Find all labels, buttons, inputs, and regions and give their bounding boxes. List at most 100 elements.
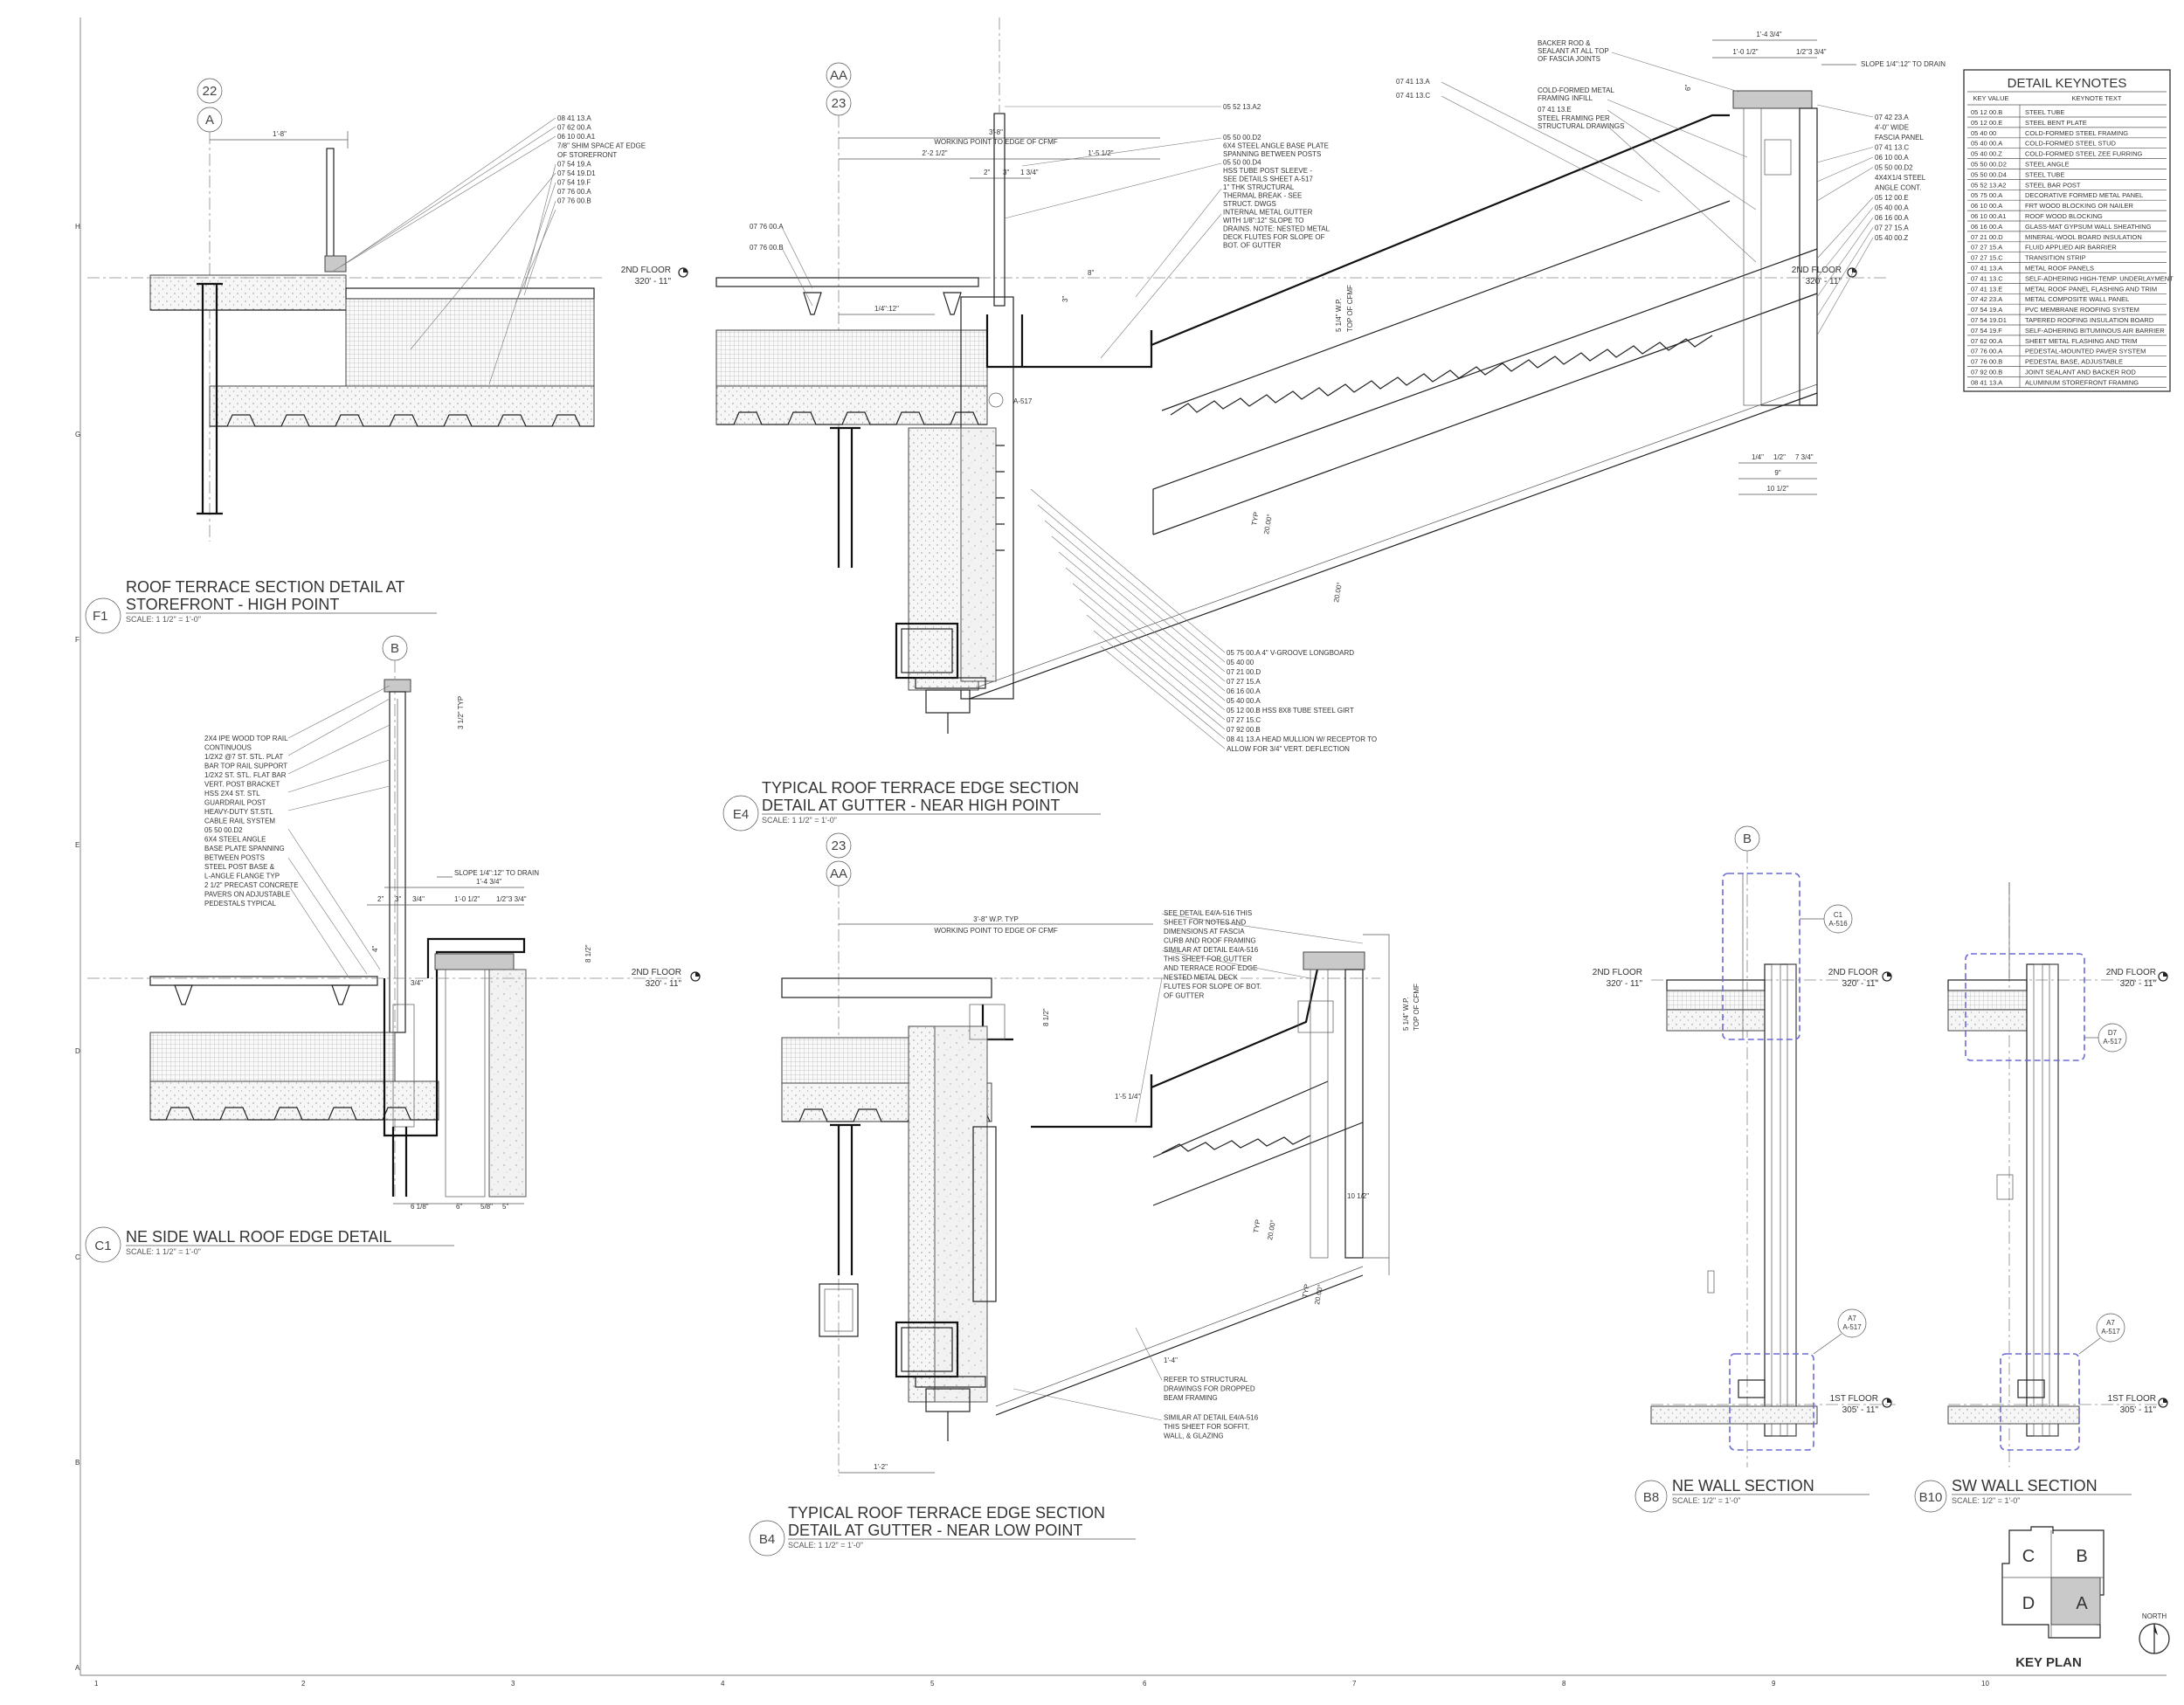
metal-deck xyxy=(210,414,594,427)
soffit-line xyxy=(969,392,1818,700)
svg-text:2'-2 1/2": 2'-2 1/2" xyxy=(922,149,947,157)
keynote-text: MINERAL-WOOL BOARD INSULATION xyxy=(2025,233,2142,241)
svg-text:320' - 11": 320' - 11" xyxy=(2120,979,2157,989)
storefront-mullion xyxy=(326,148,335,259)
concrete-deck xyxy=(149,1080,439,1121)
svg-text:1/2": 1/2" xyxy=(1796,48,1808,56)
svg-text:9": 9" xyxy=(1774,469,1780,477)
grid-col-label: 7 xyxy=(1352,1680,1357,1688)
svg-text:A-516: A-516 xyxy=(1828,920,1848,928)
callout-text: BETWEEN POSTS xyxy=(204,854,265,862)
key-plan-quadrant-label: B xyxy=(2076,1547,2087,1566)
key-plan: C B D A KEY PLAN NORTH xyxy=(2001,1526,2170,1670)
leader-line xyxy=(287,759,390,793)
svg-text:6": 6" xyxy=(456,1203,462,1211)
wood-blocking xyxy=(324,255,347,273)
grid-bubble-label: 23 xyxy=(832,839,847,853)
callout-text: FASCIA PANEL xyxy=(1875,134,1924,142)
keynote-key: 07 54 19.A xyxy=(1971,306,2002,314)
detail-c1: B SLOPE 1/4":12" TO DRAIN 1'-4 3/4" 2" 3… xyxy=(85,635,701,1263)
concrete-deck xyxy=(209,385,595,427)
roof-insulation xyxy=(715,329,988,387)
detail-b10: D7 A-517 A7 A-517 2ND FLOOR 320' - 11" 1… xyxy=(1914,882,2168,1513)
svg-text:1'-0 1/2": 1'-0 1/2" xyxy=(454,895,480,903)
svg-text:320' - 11": 320' - 11" xyxy=(1842,979,1879,989)
detail-f1: 22 A 1'-8" 08 41 13.A07 62 00.A06 10 00.… xyxy=(85,78,646,634)
keynote-key: 05 50 00.D4 xyxy=(1971,170,2007,178)
keynote-key: 06 16 00.A xyxy=(1971,223,2002,231)
callout-text: 05 40 00.A xyxy=(1227,697,1261,705)
callout-text: PEDESTALS TYPICAL xyxy=(204,900,277,908)
callout-text: STRUCTURAL DRAWINGS xyxy=(1538,122,1624,130)
callout-text: STEEL FRAMING PER xyxy=(1538,114,1610,122)
callout-text: 07 21 00.D xyxy=(1227,668,1261,676)
tapered-insulation xyxy=(345,298,595,387)
callout-text: FRAMING INFILL xyxy=(1538,94,1593,102)
callout-text: SEALANT AT ALL TOP xyxy=(1538,47,1609,55)
callout-text: REFER TO STRUCTURAL xyxy=(1164,1376,1248,1384)
leader-line xyxy=(347,117,556,263)
svg-text:20.00°: 20.00° xyxy=(1313,1284,1324,1305)
svg-text:1 3/4": 1 3/4" xyxy=(1020,169,1039,176)
svg-text:3 3/4": 3 3/4" xyxy=(1808,48,1827,56)
leader-line xyxy=(515,209,556,305)
svg-text:KEYNOTE TEXT: KEYNOTE TEXT xyxy=(2072,94,2122,102)
svg-text:320' - 11": 320' - 11" xyxy=(635,277,672,286)
key-plan-title: KEY PLAN xyxy=(2015,1655,2082,1670)
grid-col-label: 9 xyxy=(1772,1680,1776,1688)
svg-text:3 3/4": 3 3/4" xyxy=(508,895,527,903)
svg-text:1'-2": 1'-2" xyxy=(874,1463,888,1471)
keynote-key: 07 41 13.E xyxy=(1971,285,2002,293)
detail-scale: SCALE: 1 1/2" = 1'-0" xyxy=(126,1247,201,1256)
callout-box-d7[interactable] xyxy=(1965,953,2085,1061)
leader-line xyxy=(1051,535,1226,682)
callout-box-c1[interactable] xyxy=(1722,873,1800,1040)
svg-text:D7: D7 xyxy=(2108,1029,2118,1037)
callout-text: 05 12 00.E xyxy=(1875,194,1909,202)
callout-text: 05 40 00 xyxy=(1227,659,1254,666)
callout-text: BAR TOP RAIL SUPPORT xyxy=(204,763,287,770)
callout-text: DIMENSIONS AT FASCIA xyxy=(1164,928,1245,935)
callout-box-a7[interactable] xyxy=(1729,1353,1814,1451)
grid-row-label: F xyxy=(75,636,79,644)
svg-text:1'-0 1/2": 1'-0 1/2" xyxy=(1732,48,1758,56)
leader-line xyxy=(523,163,556,289)
leader-line xyxy=(1037,504,1226,663)
leader-line xyxy=(1607,109,1757,211)
svg-text:2ND FLOOR: 2ND FLOOR xyxy=(632,968,681,977)
leader-line xyxy=(1135,977,1163,1123)
detail-title: SW WALL SECTION xyxy=(1952,1477,2098,1494)
callout-text: L-ANGLE FLANGE TYP xyxy=(204,873,280,880)
svg-text:8 1/2": 8 1/2" xyxy=(584,944,592,963)
keynote-text: SHEET METAL FLASHING AND TRIM xyxy=(2025,337,2138,345)
svg-text:A-517: A-517 xyxy=(1842,1323,1862,1331)
svg-text:TYP: TYP xyxy=(1301,1283,1311,1298)
keynote-key: 05 52 13.A2 xyxy=(1971,181,2006,189)
callout-text: THIS SHEET FOR SOFFIT, xyxy=(1164,1423,1249,1431)
callout-text: 2 1/2" PRECAST CONCRETE xyxy=(204,881,299,889)
callout-box-a7[interactable] xyxy=(2000,1353,2080,1451)
callout-text: DRAWINGS FOR DROPPED xyxy=(1164,1385,1255,1393)
keynote-key: 07 27 15.A xyxy=(1971,244,2002,252)
detail-title: ROOF TERRACE SECTION DETAIL AT xyxy=(126,578,404,596)
svg-text:3'-8" W.P. TYP: 3'-8" W.P. TYP xyxy=(973,915,1019,923)
callout-text: 4X4X1/4 STEEL xyxy=(1875,174,1926,182)
callout-text: SHEET FOR NOTES AND xyxy=(1164,919,1246,927)
svg-text:1ST FLOOR: 1ST FLOOR xyxy=(2108,1394,2156,1404)
key-plan-quadrant-label: C xyxy=(2022,1547,2035,1566)
keynotes-title: DETAIL KEYNOTES xyxy=(2008,76,2127,91)
keynote-key: 08 41 13.A xyxy=(1971,378,2002,386)
callout-text: 07 76 00.A xyxy=(557,188,591,196)
callout-text: HSS TUBE POST SLEEVE - xyxy=(1223,167,1312,175)
svg-text:1/2": 1/2" xyxy=(1773,453,1786,461)
callout-text: 05 12 00.B HSS 8X8 TUBE STEEL GIRT xyxy=(1227,707,1354,714)
detail-b8: B C1 A-516 A7 A-517 2ND FLOOR 320' - 11"… xyxy=(1593,825,1896,1513)
keynote-text: SELF-ADHERING BITUMINOUS AIR BARRIER xyxy=(2025,327,2165,335)
detail-id: E4 xyxy=(733,807,749,822)
leader-line xyxy=(1607,99,1748,158)
detail-id: F1 xyxy=(93,609,108,624)
detail-scale: SCALE: 1 1/2" = 1'-0" xyxy=(762,816,837,825)
keynote-key: 05 40 00 xyxy=(1971,129,1996,137)
svg-text:KEY VALUE: KEY VALUE xyxy=(1973,94,2009,102)
